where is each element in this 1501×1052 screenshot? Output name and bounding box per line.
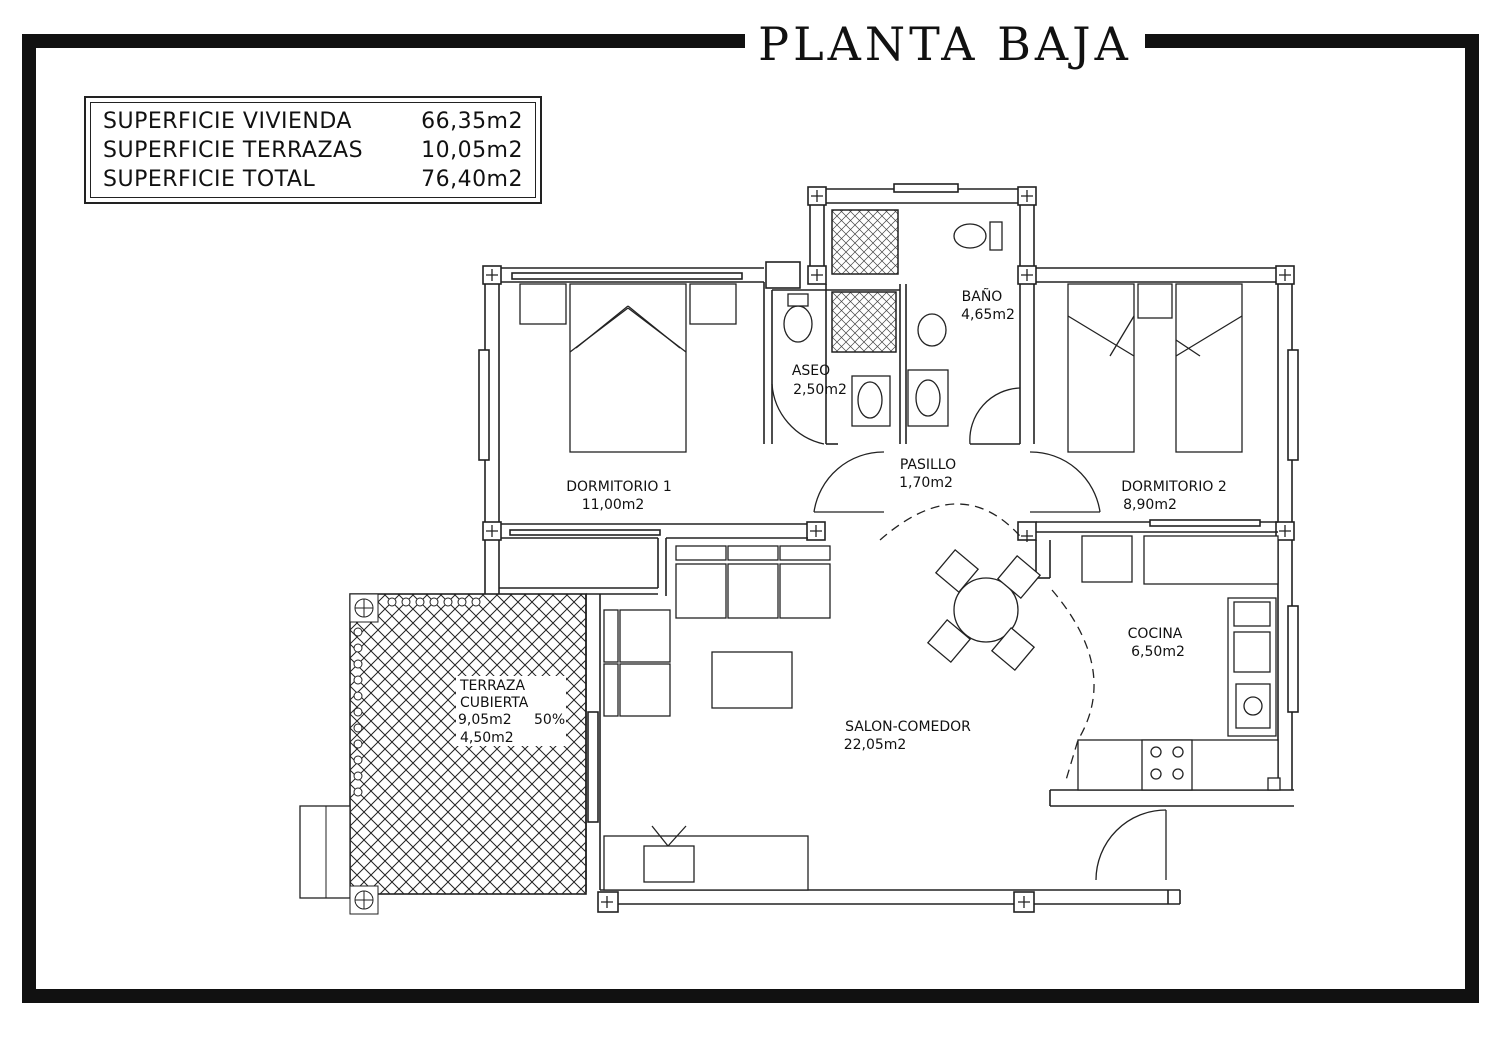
room-name-bano: BAÑO bbox=[962, 288, 1003, 305]
room-area-cocina: 6,50m2 bbox=[1131, 644, 1185, 660]
terrace-percent: 50% bbox=[534, 712, 565, 728]
area-label: SUPERFICIE VIVIENDA bbox=[103, 109, 352, 134]
kitchen-fixtures bbox=[1077, 535, 1281, 791]
terrace-label-line2: CUBIERTA bbox=[460, 695, 529, 711]
room-name-salon-comedor: SALON-COMEDOR bbox=[845, 719, 971, 735]
twin-beds bbox=[1067, 283, 1243, 453]
area-row-terrazas: SUPERFICIE TERRAZAS 10,05m2 bbox=[103, 136, 523, 165]
room-area-pasillo: 1,70m2 bbox=[899, 475, 953, 491]
room-name-pasillo: PASILLO bbox=[900, 457, 956, 473]
title-block: PLANTA BAJA bbox=[745, 14, 1145, 74]
room-name-dormitorio-2: DORMITORIO 2 bbox=[1121, 479, 1227, 495]
terrace bbox=[299, 593, 587, 915]
room-area-dormitorio-1: 11,00m2 bbox=[582, 497, 645, 513]
bathroom-fixtures bbox=[783, 209, 1003, 427]
double-bed bbox=[519, 283, 737, 453]
area-label: SUPERFICIE TOTAL bbox=[103, 167, 316, 192]
living-furniture bbox=[603, 545, 1042, 891]
terrace-posts bbox=[353, 597, 481, 797]
room-area-bano: 4,65m2 bbox=[961, 307, 1015, 323]
terrace-label-line1: TERRAZA bbox=[459, 678, 525, 694]
room-area-salon-comedor: 22,05m2 bbox=[844, 737, 907, 753]
area-row-vivienda: SUPERFICIE VIVIENDA 66,35m2 bbox=[103, 107, 523, 136]
room-name-cocina: COCINA bbox=[1128, 626, 1183, 642]
area-value: 66,35m2 bbox=[421, 109, 523, 134]
area-row-total: SUPERFICIE TOTAL 76,40m2 bbox=[103, 165, 523, 194]
terrace-label-bg bbox=[456, 676, 566, 746]
room-name-dormitorio-1: DORMITORIO 1 bbox=[566, 479, 672, 495]
terrace-area: 9,05m2 bbox=[458, 712, 512, 728]
room-area-aseo: 2,50m2 bbox=[793, 382, 847, 398]
room-name-aseo: ASEO bbox=[792, 363, 830, 379]
area-label: SUPERFICIE TERRAZAS bbox=[103, 138, 364, 163]
area-summary: SUPERFICIE VIVIENDA 66,35m2 SUPERFICIE T… bbox=[84, 96, 542, 204]
area-summary-inner: SUPERFICIE VIVIENDA 66,35m2 SUPERFICIE T… bbox=[90, 102, 536, 198]
pillar-crosses bbox=[486, 190, 1291, 908]
room-area-dormitorio-2: 8,90m2 bbox=[1123, 497, 1177, 513]
area-value: 76,40m2 bbox=[421, 167, 523, 192]
area-value: 10,05m2 bbox=[421, 138, 523, 163]
door-swings bbox=[771, 383, 1167, 881]
terrace-computed-area: 4,50m2 bbox=[460, 730, 514, 746]
page-title: PLANTA BAJA bbox=[758, 17, 1132, 71]
